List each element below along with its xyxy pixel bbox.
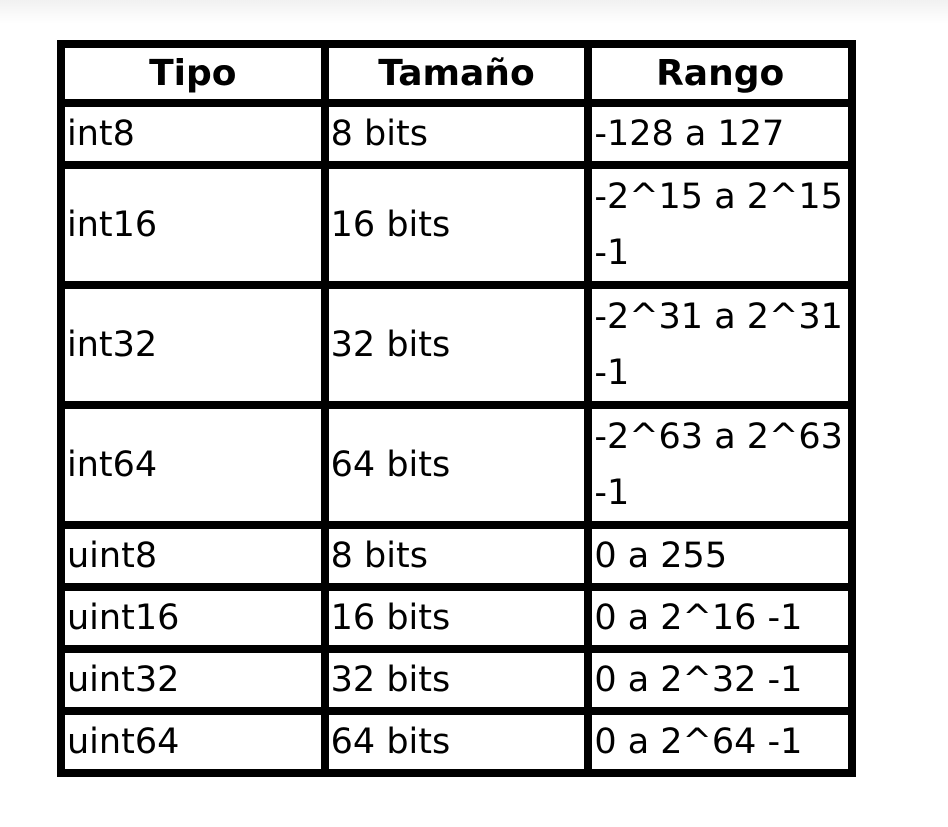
header-row: Tipo Tamaño Rango [57,40,856,107]
table-row: int8 8 bits -128 a 127 [57,99,856,169]
table-row: uint8 8 bits 0 a 255 [57,521,856,591]
cell-tamano: 8 bits [320,99,593,169]
range-text: -2^63 a 2^63 -1 [594,417,843,513]
cell-tipo: int64 [57,401,329,529]
cell-rango: 0 a 2^32 -1 [584,645,856,715]
table-row: int16 16 bits -2^15 a 2^15 -1 [57,161,856,289]
cell-rango: -2^63 a 2^63 -1 [584,401,856,529]
range-text: -2^15 a 2^15 -1 [594,177,843,273]
top-band [0,0,948,24]
table-row: uint32 32 bits 0 a 2^32 -1 [57,645,856,715]
cell-tamano: 64 bits [320,707,593,777]
cell-tipo: int8 [57,99,329,169]
cell-tipo: uint64 [57,707,329,777]
table-row: uint16 16 bits 0 a 2^16 -1 [57,583,856,653]
cell-rango: -2^15 a 2^15 -1 [584,161,856,289]
cell-tipo: int32 [57,281,329,409]
cell-rango: 0 a 255 [584,521,856,591]
cell-tamano: 64 bits [320,401,593,529]
cell-tamano: 32 bits [320,281,593,409]
cell-tipo: uint32 [57,645,329,715]
cell-tipo: uint16 [57,583,329,653]
header-rango: Rango [584,40,856,107]
cell-tamano: 16 bits [320,583,593,653]
header-tamano: Tamaño [320,40,593,107]
cell-rango: 0 a 2^64 -1 [584,707,856,777]
cell-rango: -2^31 a 2^31 -1 [584,281,856,409]
table-row: int32 32 bits -2^31 a 2^31 -1 [57,281,856,409]
cell-tamano: 32 bits [320,645,593,715]
table-row: uint64 64 bits 0 a 2^64 -1 [57,707,856,777]
cell-rango: 0 a 2^16 -1 [584,583,856,653]
cell-tipo: uint8 [57,521,329,591]
header-tipo: Tipo [57,40,329,107]
integer-types-table: Tipo Tamaño Rango int8 8 bits -128 a 127… [57,40,856,777]
range-text: -2^31 a 2^31 -1 [594,297,843,393]
cell-tamano: 16 bits [320,161,593,289]
table-row: int64 64 bits -2^63 a 2^63 -1 [57,401,856,529]
cell-rango: -128 a 127 [584,99,856,169]
cell-tipo: int16 [57,161,329,289]
cell-tamano: 8 bits [320,521,593,591]
